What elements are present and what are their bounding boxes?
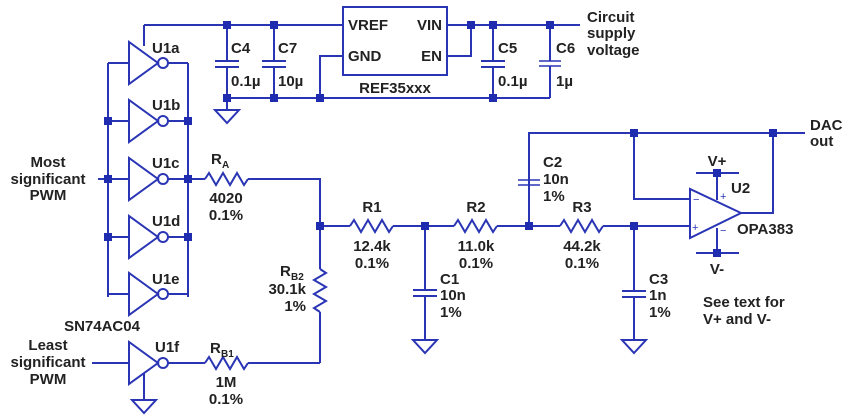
svg-text:11.0k: 11.0k xyxy=(458,238,495,255)
svg-text:1%: 1% xyxy=(543,188,565,205)
u1a-label: U1a xyxy=(152,40,180,57)
svg-text:B2: B2 xyxy=(291,272,304,283)
svg-text:C6: C6 xyxy=(556,40,575,57)
resistor-r1: R1 12.4k 0.1% xyxy=(320,199,425,272)
svg-text:0.1%: 0.1% xyxy=(355,255,389,272)
svg-text:0.1µ: 0.1µ xyxy=(498,73,528,90)
inverter-part-label: SN74AC04 xyxy=(64,318,141,335)
resistor-rb1: R B1 1M 0.1% xyxy=(168,340,320,408)
svg-text:1%: 1% xyxy=(649,304,671,321)
svg-text:4020: 4020 xyxy=(209,190,242,207)
svg-text:C4: C4 xyxy=(231,40,251,57)
svg-text:A: A xyxy=(222,160,229,171)
ref35-chip xyxy=(342,6,448,76)
svg-text:10n: 10n xyxy=(440,287,466,304)
capacitor-c4: C4 0.1µ xyxy=(214,25,261,124)
u2-label: U2 xyxy=(731,180,750,197)
svg-text:0.1%: 0.1% xyxy=(459,255,493,272)
supply-note: See text for V+ and V- xyxy=(703,294,785,328)
svg-text:12.4k: 12.4k xyxy=(353,238,391,255)
svg-text:Least: Least xyxy=(28,337,67,354)
resistor-r3: R3 44.2k 0.1% xyxy=(529,199,690,272)
gnd-pin-label: GND xyxy=(348,48,382,65)
ref-part-label: REF35xxx xyxy=(359,80,431,97)
svg-text:significant: significant xyxy=(10,171,85,188)
junctions xyxy=(184,129,777,257)
svg-text:PWM: PWM xyxy=(30,371,67,388)
capacitor-c3: C3 1n 1% xyxy=(621,226,671,354)
svg-text:R1: R1 xyxy=(362,199,381,216)
capacitor-c6: C6 1µ xyxy=(539,25,575,98)
svg-text:C5: C5 xyxy=(498,40,517,57)
u1b-label: U1b xyxy=(152,97,180,114)
inverter-u1b: U1b xyxy=(108,97,188,143)
capacitor-c7: C7 10µ xyxy=(262,25,303,98)
svg-text:1%: 1% xyxy=(440,304,462,321)
svg-text:1n: 1n xyxy=(649,287,667,304)
svg-text:PWM: PWM xyxy=(30,187,67,204)
svg-text:R: R xyxy=(210,340,221,357)
u1d-label: U1d xyxy=(152,213,180,230)
svg-text:−: − xyxy=(720,225,726,237)
en-pin-label: EN xyxy=(421,48,442,65)
vplus-label: V+ xyxy=(708,153,727,170)
vminus-label: V- xyxy=(710,261,724,278)
u1c-label: U1c xyxy=(152,155,180,172)
inverter-u1a: U1a xyxy=(108,40,188,85)
resistor-rb2: R B2 30.1k 1% xyxy=(268,226,328,363)
svg-text:10n: 10n xyxy=(543,171,569,188)
capacitor-c5: C5 0.1µ xyxy=(481,25,528,98)
resistor-ra: R A 4020 0.1% xyxy=(188,151,321,226)
vref-pin-label: VREF xyxy=(348,17,388,34)
svg-text:C1: C1 xyxy=(440,271,459,288)
svg-text:0.1%: 0.1% xyxy=(565,255,599,272)
svg-text:C2: C2 xyxy=(543,154,562,171)
svg-text:R3: R3 xyxy=(572,199,591,216)
svg-text:supply: supply xyxy=(587,25,636,42)
opamp-u2: − + + − V+ V- U2 OPA383 xyxy=(633,132,805,278)
svg-text:B1: B1 xyxy=(221,349,234,360)
lsb-input-label: Least significant PWM xyxy=(10,337,85,388)
svg-text:Circuit: Circuit xyxy=(587,9,635,26)
svg-text:30.1k: 30.1k xyxy=(268,281,306,298)
svg-text:44.2k: 44.2k xyxy=(563,238,601,255)
resistor-r2: R2 11.0k 0.1% xyxy=(425,199,529,272)
svg-text:V+ and V-: V+ and V- xyxy=(703,311,771,328)
svg-text:1M: 1M xyxy=(216,374,237,391)
svg-text:0.1%: 0.1% xyxy=(209,391,243,408)
msb-input-label: Most significant PWM xyxy=(10,154,85,204)
opamp-part-label: OPA383 xyxy=(737,221,793,238)
svg-text:C7: C7 xyxy=(278,40,297,57)
svg-text:+: + xyxy=(720,191,726,203)
svg-text:R2: R2 xyxy=(466,199,485,216)
svg-text:10µ: 10µ xyxy=(278,73,303,90)
inverting-input-sign: − xyxy=(693,194,699,206)
svg-text:DAC: DAC xyxy=(810,117,843,134)
u1e-label: U1e xyxy=(152,271,180,288)
svg-text:0.1%: 0.1% xyxy=(209,207,243,224)
svg-text:0.1µ: 0.1µ xyxy=(231,73,261,90)
capacitor-c1: C1 10n 1% xyxy=(412,226,466,354)
svg-text:1µ: 1µ xyxy=(556,73,573,90)
dac-output-label: DAC out xyxy=(810,117,843,150)
svg-text:significant: significant xyxy=(10,354,85,371)
svg-text:Most: Most xyxy=(31,154,66,171)
u1f-label: U1f xyxy=(155,339,180,356)
inverter-u1f: U1f xyxy=(92,339,180,414)
noninverting-input-sign: + xyxy=(692,222,698,234)
svg-text:R: R xyxy=(280,263,291,280)
reference-section: VREF VIN GND EN REF35xxx C4 0.1µ C7 10µ xyxy=(144,6,580,124)
inverter-u1e: U1e xyxy=(108,271,188,316)
supply-voltage-label: Circuit supply voltage xyxy=(587,9,640,59)
vin-pin-label: VIN xyxy=(417,17,442,34)
inverter-u1d: U1d xyxy=(108,213,188,259)
svg-text:1%: 1% xyxy=(284,298,306,315)
svg-text:See text for: See text for xyxy=(703,294,785,311)
svg-text:R: R xyxy=(211,151,222,168)
svg-text:C3: C3 xyxy=(649,271,668,288)
svg-text:voltage: voltage xyxy=(587,42,640,59)
capacitor-c2: C2 10n 1% xyxy=(518,132,773,226)
svg-text:out: out xyxy=(810,133,833,150)
